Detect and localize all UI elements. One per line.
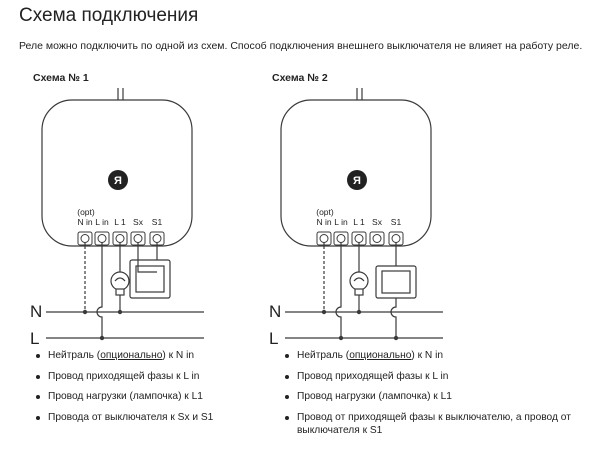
list-item: Провод от приходящей фазы к выключателю,… [279, 411, 579, 438]
terminal-label-l-in: L in [334, 217, 348, 227]
list-item: Провода от выключателя к Sx и S1 [30, 411, 240, 425]
scheme-2-diagram: Я (opt) N in L in L 1 Sx S1 N L [269, 88, 443, 348]
terminal-label-s1: S1 [152, 217, 163, 227]
terminal-screws [316, 231, 404, 246]
bus-label-l: L [269, 329, 278, 348]
bus-label-n: N [269, 302, 281, 321]
list-item: Провод приходящей фазы к L in [30, 370, 240, 384]
terminal-label-sx: Sx [372, 217, 383, 227]
scheme-2-title: Схема № 2 [272, 72, 328, 84]
terminal-label-s1: S1 [391, 217, 402, 227]
list-item: Нейтраль (опционально) к N in [30, 349, 240, 363]
yandex-logo [108, 170, 128, 190]
bus-label-n: N [30, 302, 42, 321]
opt-label: (opt) [77, 207, 95, 217]
scheme-1-legend: Нейтраль (опционально) к N in Провод при… [30, 349, 240, 431]
intro-text: Реле можно подключить по одной из схем. … [19, 40, 583, 52]
scheme-2-legend: Нейтраль (опционально) к N in Провод при… [279, 349, 579, 445]
list-item: Провод нагрузки (лампочка) к L1 [279, 390, 579, 404]
terminal-label-n-in: N in [316, 217, 331, 227]
lamp-icon [349, 271, 369, 315]
terminal-label-l-in: L in [95, 217, 109, 227]
opt-label: (opt) [316, 207, 334, 217]
list-item: Провод приходящей фазы к L in [279, 370, 579, 384]
switch-icon [129, 259, 171, 299]
scheme-1-diagram: Я (opt) N in L in L 1 Sx S1 N L [30, 88, 204, 348]
terminal-label-sx: Sx [133, 217, 144, 227]
yandex-logo [347, 170, 367, 190]
bus-label-l: L [30, 329, 39, 348]
list-item: Нейтраль (опционально) к N in [279, 349, 579, 363]
scheme-1-title: Схема № 1 [33, 72, 89, 84]
lamp-icon [110, 271, 130, 315]
list-item: Провод нагрузки (лампочка) к L1 [30, 390, 240, 404]
terminal-label-n-in: N in [77, 217, 92, 227]
page-title: Схема подключения [19, 5, 199, 26]
terminal-label-l1: L 1 [114, 217, 126, 227]
terminal-screws [77, 231, 165, 246]
yandex-logo-letter: Я [353, 175, 361, 187]
switch-icon [375, 265, 417, 299]
yandex-logo-letter: Я [114, 175, 122, 187]
terminal-label-l1: L 1 [353, 217, 365, 227]
